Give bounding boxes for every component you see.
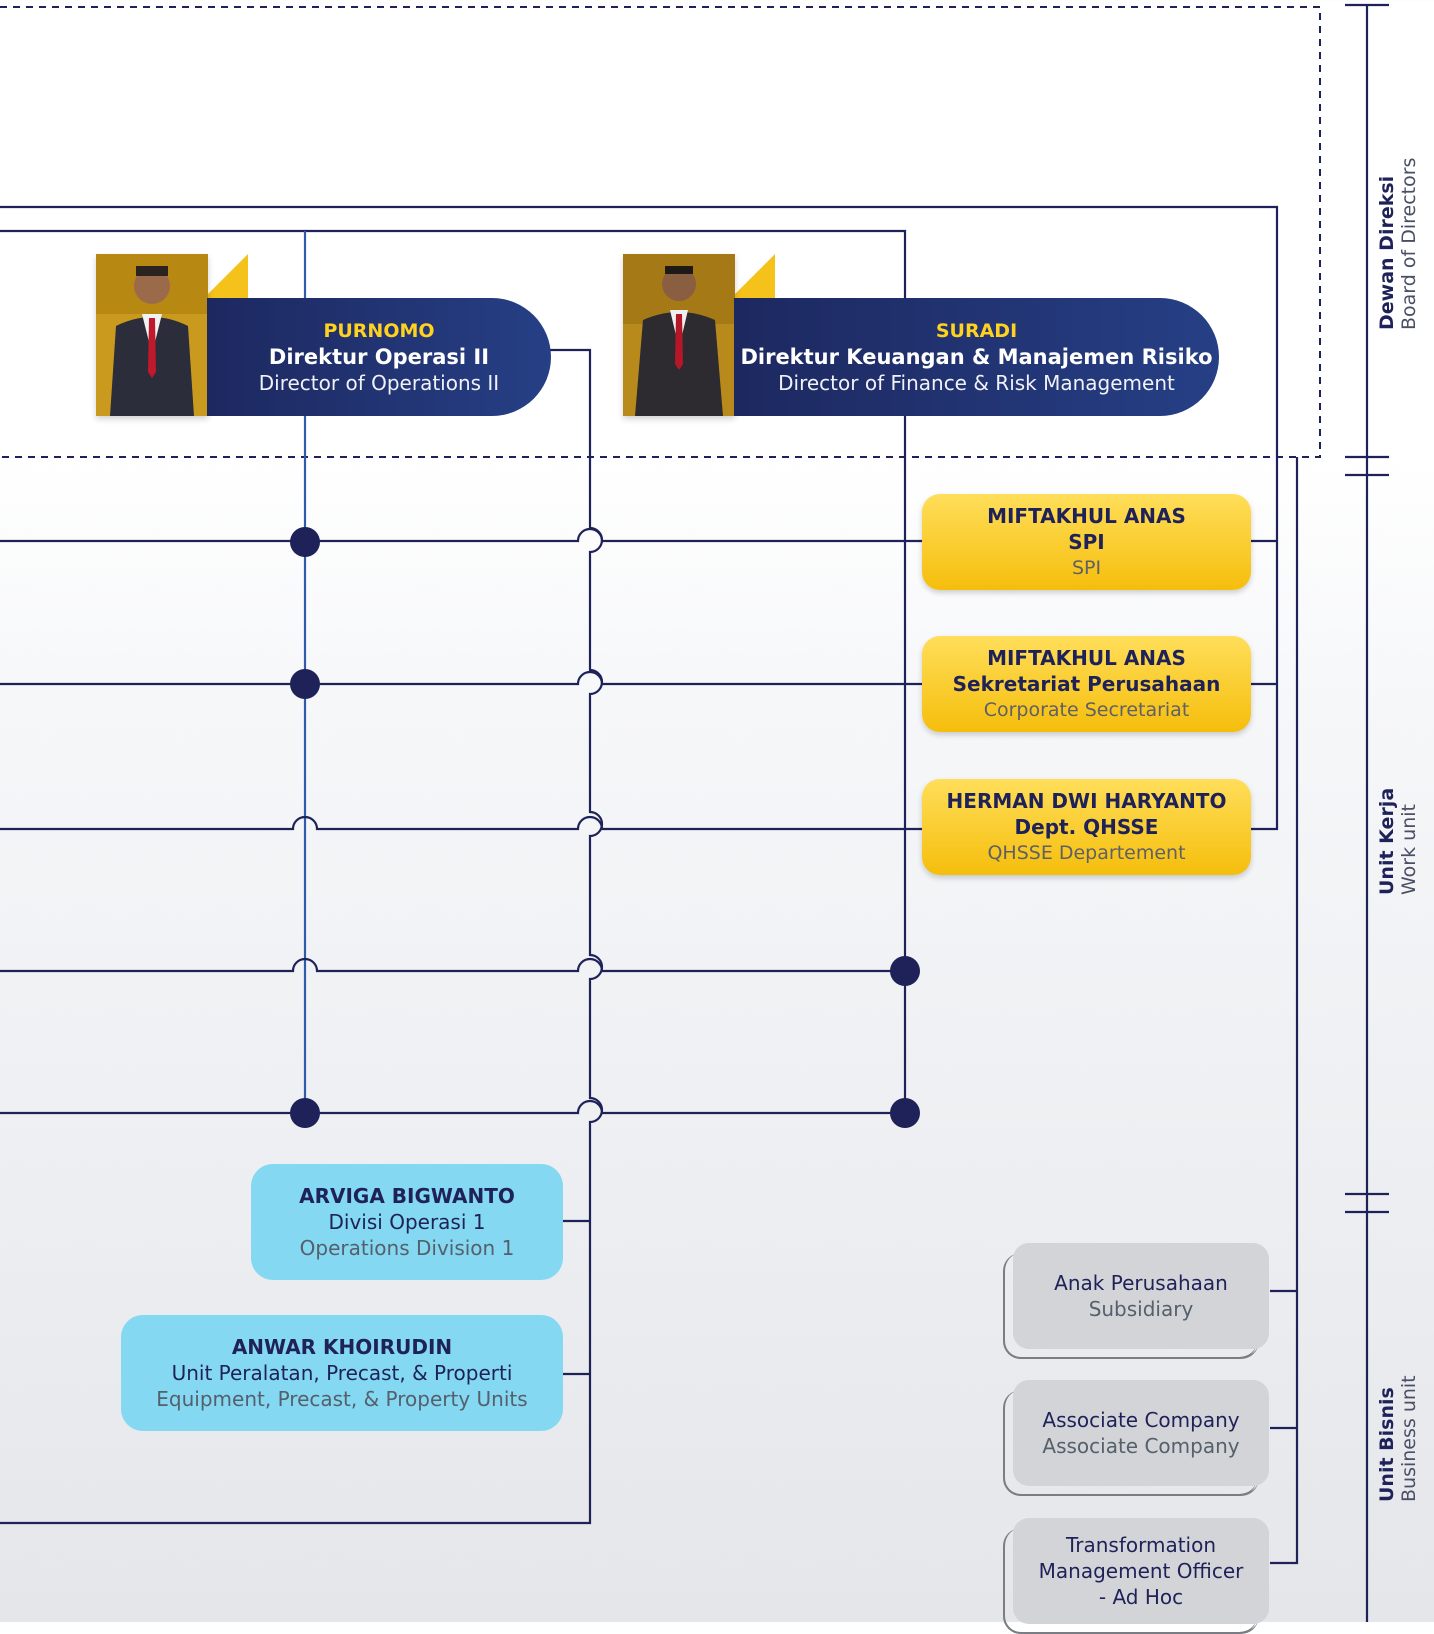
side-label-en: Work unit: [1398, 804, 1420, 895]
side-label-id: Dewan Direksi: [1376, 175, 1398, 330]
side-label-business-unit: Unit Bisnis Business unit: [1376, 1375, 1420, 1502]
row-spi: [0, 527, 922, 543]
director-card-purnomo: PURNOMO Direktur Operasi II Director of …: [96, 254, 551, 416]
unit-title-id: Dept. QHSSE: [1014, 815, 1159, 839]
director-title-en: Director of Finance & Risk Management: [778, 371, 1175, 395]
business-unit-label-line2: Management Officer: [1038, 1559, 1244, 1583]
division-title-en: Operations Division 1: [299, 1236, 515, 1260]
business-unit-label-id: Associate Company: [1042, 1408, 1240, 1432]
row-4: [0, 957, 905, 973]
unit-title-en: SPI: [1071, 557, 1102, 579]
business-unit-label-en: Subsidiary: [1088, 1297, 1194, 1321]
business-unit-transformation-office: Transformation Management Officer - Ad H…: [1003, 1518, 1269, 1634]
director-title-id: Direktur Operasi II: [268, 345, 490, 369]
business-unit-bracket: [1270, 457, 1299, 1565]
top-connector-inner: [0, 229, 907, 1112]
division-head-name: ANWAR KHOIRUDIN: [231, 1335, 453, 1359]
business-unit-label-en: Associate Company: [1042, 1434, 1240, 1458]
director-title-id: Direktur Keuangan & Manajemen Risiko: [740, 345, 1213, 369]
side-label-id: Unit Bisnis: [1376, 1387, 1398, 1502]
director-title-en: Director of Operations II: [258, 371, 500, 395]
business-unit-card: Associate Company Associate Company: [1013, 1380, 1269, 1486]
work-unit-card-spi: MIFTAKHUL ANAS SPI SPI: [922, 494, 1251, 590]
director-name: SURADI: [935, 320, 1018, 342]
row-corpsec: [0, 670, 922, 686]
unit-title-id: Sekretariat Perusahaan: [952, 672, 1221, 696]
card-stack-shadow: [1003, 1253, 1257, 1359]
photo-fold-accent: [200, 254, 248, 302]
director-card-suradi: SURADI Direktur Keuangan & Manajemen Ris…: [623, 254, 1219, 416]
junction-dot: [890, 1098, 920, 1128]
director-photo-suradi: [623, 254, 735, 416]
director-banner: SURADI Direktur Keuangan & Manajemen Ris…: [734, 298, 1219, 416]
junction-dot: [290, 669, 320, 699]
business-unit-card: Anak Perusahaan Subsidiary: [1013, 1243, 1269, 1349]
work-unit-card-corporate-secretariat: MIFTAKHUL ANAS Sekretariat Perusahaan Co…: [922, 636, 1251, 732]
top-connector-outer: [0, 205, 1279, 831]
division-title-id: Unit Peralatan, Precast, & Properti: [171, 1361, 513, 1385]
unit-head-name: HERMAN DWI HARYANTO: [946, 789, 1227, 813]
junction-dot: [290, 1098, 320, 1128]
unit-head-name: MIFTAKHUL ANAS: [987, 646, 1186, 670]
business-unit-subsidiary: Anak Perusahaan Subsidiary: [1003, 1243, 1269, 1359]
person-portrait-icon: [623, 254, 735, 416]
junction-dot: [290, 527, 320, 557]
unit-title-id: SPI: [1068, 530, 1105, 554]
work-unit-card-qhsse: HERMAN DWI HARYANTO Dept. QHSSE QHSSE De…: [922, 779, 1251, 875]
business-unit-associate-company: Associate Company Associate Company: [1003, 1380, 1269, 1496]
division-card-operations-1: ARVIGA BIGWANTO Divisi Operasi 1 Operati…: [251, 1164, 563, 1280]
business-unit-label-line1: Transformation: [1065, 1533, 1217, 1557]
unit-title-en: QHSSE Departement: [987, 842, 1186, 864]
division-title-id: Divisi Operasi 1: [328, 1210, 486, 1234]
junction-dot: [890, 956, 920, 986]
division-head-name: ARVIGA BIGWANTO: [299, 1184, 515, 1208]
card-stack-shadow: [1003, 1390, 1257, 1496]
row-qhsse: [0, 815, 922, 831]
side-label-en: Board of Directors: [1398, 157, 1420, 330]
division-title-en: Equipment, Precast, & Property Units: [156, 1387, 528, 1411]
director-banner: PURNOMO Direktur Operasi II Director of …: [207, 298, 551, 416]
business-unit-card: Transformation Management Officer - Ad H…: [1013, 1518, 1269, 1624]
director-photo-purnomo: [96, 254, 208, 416]
business-unit-label-id: Anak Perusahaan: [1054, 1271, 1228, 1295]
photo-fold-accent: [727, 254, 775, 302]
side-label-board-of-directors: Dewan Direksi Board of Directors: [1376, 158, 1420, 330]
side-label-work-unit: Unit Kerja Work unit: [1376, 788, 1420, 895]
person-portrait-icon: [96, 254, 208, 416]
side-label-en: Business unit: [1398, 1375, 1420, 1502]
unit-head-name: MIFTAKHUL ANAS: [987, 504, 1186, 528]
side-label-id: Unit Kerja: [1376, 787, 1398, 895]
row-5: [0, 1099, 905, 1115]
unit-title-en: Corporate Secretariat: [983, 699, 1190, 721]
business-unit-label-line3: - Ad Hoc: [1098, 1585, 1184, 1609]
division-card-equipment-precast-property: ANWAR KHOIRUDIN Unit Peralatan, Precast,…: [121, 1315, 563, 1431]
director-name: PURNOMO: [323, 320, 435, 342]
